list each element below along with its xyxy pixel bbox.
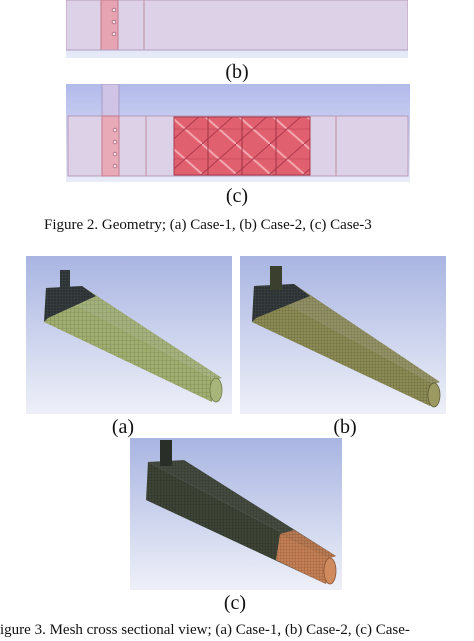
fig3-panel-a-image: [26, 256, 232, 414]
fig2-panel-b-label: (b): [225, 61, 249, 83]
fig2-caption: Figure 2. Geometry; (a) Case-1, (b) Case…: [44, 217, 372, 233]
fig2-panel-c-image: [66, 84, 410, 182]
fig3-panel-b-image: [240, 256, 446, 414]
fig3-caption: igure 3. Mesh cross sectional view; (a) …: [0, 622, 410, 638]
fig3-panel-a-label: (a): [111, 416, 135, 438]
fig2-panel-b-image: [66, 0, 408, 58]
fig3-panel-c-label: (c): [223, 592, 247, 614]
fig3-panel-b-label: (b): [333, 416, 357, 438]
fig2-panel-c-label: (c): [225, 185, 249, 207]
fig3-panel-c-image: [130, 438, 342, 590]
